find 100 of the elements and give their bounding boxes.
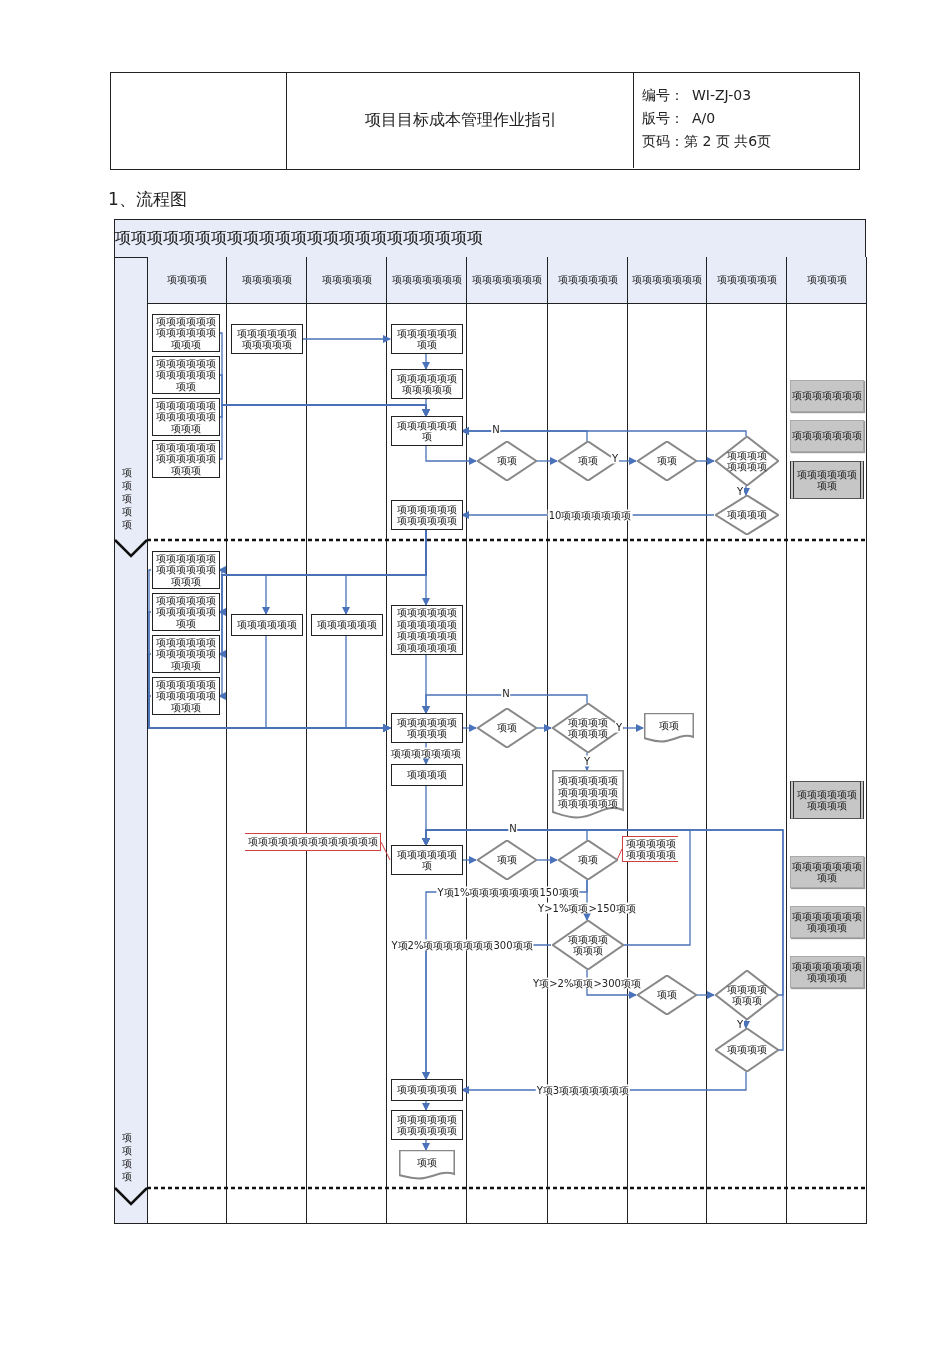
swimlane-column xyxy=(226,257,307,1224)
decision-diamond: 项项项项项项项 xyxy=(552,920,624,970)
arrow xyxy=(422,529,430,606)
process-box: 项项项项项项项项项项项 xyxy=(391,369,463,399)
lane-header: 项项项项项 xyxy=(307,257,386,304)
arrow xyxy=(535,856,558,864)
lane-header: 项项项项项项项 xyxy=(628,257,706,304)
field-value: A/0 xyxy=(692,110,716,126)
decision-diamond: 项项项项项项项 xyxy=(715,970,779,1020)
edge-label: N xyxy=(508,822,518,834)
document-title: 项目目标成本管理作业指引 xyxy=(288,73,634,168)
process-box: 项项项项项项项项项项项项项项项 xyxy=(152,398,220,436)
arrow xyxy=(616,457,637,465)
reference-box: 项项项项项项项 xyxy=(790,380,864,412)
arrow xyxy=(742,1019,750,1029)
edge-label: Y项2%项项项项项项项300项项 xyxy=(390,939,534,951)
edge-label: Y xyxy=(735,485,745,497)
decision-diamond: 项项 xyxy=(558,840,618,880)
arrow xyxy=(422,353,430,370)
arrow xyxy=(622,724,644,732)
process-box: 项项项项项项项项项项项项 xyxy=(391,500,463,530)
arrow xyxy=(461,427,588,442)
decision-diamond: 项项 xyxy=(477,708,537,748)
decision-diamond: 项项项项 xyxy=(715,1028,779,1072)
edge-label: Y项1%项项项项项项项150项项 xyxy=(436,886,580,898)
decision-diamond: 项项项项 xyxy=(715,495,779,535)
arrow xyxy=(695,457,715,465)
process-box: 项项项项项项项项项项项项项项项 xyxy=(152,551,220,589)
arrow xyxy=(461,856,477,864)
arrow xyxy=(742,485,750,496)
edge-label: Y xyxy=(735,1018,745,1030)
process-box: 项项项项项项项项项项项项项项 xyxy=(152,593,220,631)
edge-label: 10项项项项项项项 xyxy=(547,509,633,521)
phase-label: 项项项项项 xyxy=(121,466,133,531)
lane-header: 项项项项 xyxy=(787,257,866,304)
process-box: 项项项项项项项项项项项项项项 xyxy=(152,356,220,394)
page-number: 页码：第 2 页 共6页 xyxy=(642,133,772,151)
arrow xyxy=(695,991,715,999)
reference-box: 项项项项项项项项项项项 xyxy=(790,956,864,988)
process-box: 项项项项项项项项项项项项项项项项项项项项项项项项 xyxy=(391,605,463,655)
lane-header: 项项项项项项 xyxy=(707,257,786,304)
lane-header: 项项项项 xyxy=(148,257,226,304)
leader-line xyxy=(380,841,391,861)
annotation-note: 项项项项项项项项项项项项项 xyxy=(245,833,381,851)
annotation-note: 项项项项项项项项项项 xyxy=(622,836,678,862)
document-shape: 项项 xyxy=(644,713,694,743)
subprocess-box: 项项项项项项项项 xyxy=(790,461,864,499)
swimlane-column xyxy=(706,257,787,1224)
leader-line xyxy=(616,848,623,861)
process-box: 项项项项项项项项项项项项项项项 xyxy=(152,677,220,715)
edge-label: Y项3项项项项项项项 xyxy=(535,1084,631,1096)
subprocess-box: 项项项项项项项项项项 xyxy=(790,781,864,819)
edge-label: Y xyxy=(610,452,620,464)
lane-header: 项项项项项项 xyxy=(548,257,627,304)
process-box: 项项项项项项项项项项项项 xyxy=(391,1110,463,1140)
process-box: 项项项项项项 xyxy=(391,1079,463,1101)
edge-label: N xyxy=(491,423,501,435)
process-box: 项项项项项项项 xyxy=(391,416,463,446)
arrow xyxy=(218,404,430,460)
process-box: 项项项项项项项 xyxy=(391,845,463,875)
arrow xyxy=(422,1139,430,1151)
arrow xyxy=(535,724,552,732)
lane-header: 项项项项项项项 xyxy=(467,257,547,304)
arrow xyxy=(422,694,588,714)
reference-box: 项项项项项项项项项项项 xyxy=(790,906,864,938)
arrow xyxy=(422,1100,430,1111)
reference-box: 项项项项项项项 xyxy=(790,420,864,452)
section-heading: 1、流程图 xyxy=(108,188,187,211)
process-box: 项项项项项项项项项项项 xyxy=(231,324,303,354)
lane-header: 项项项项项项项 xyxy=(387,257,466,304)
field-value: WI-ZJ-03 xyxy=(692,87,752,103)
decision-diamond: 项项 xyxy=(637,441,697,481)
process-box: 项项项项项项项项项项 xyxy=(391,713,463,743)
swimlane-column xyxy=(147,257,227,1224)
arrow xyxy=(535,457,558,465)
reference-box: 项项项项项项项项项 xyxy=(790,856,864,888)
edge-label: Y xyxy=(614,721,624,733)
arrow xyxy=(422,829,784,1051)
arrow xyxy=(586,969,637,999)
process-box: 项项项项项项项项项项项项项项项 xyxy=(152,635,220,673)
process-box: 项项项项 xyxy=(391,764,463,786)
field-label: 编号： xyxy=(642,87,684,105)
arrow xyxy=(425,445,477,465)
swimlane-column xyxy=(786,257,867,1224)
decision-diamond: 项项 xyxy=(477,441,537,481)
lane-header: 项项项项项 xyxy=(227,257,306,304)
edge-label: Y xyxy=(582,755,592,767)
edge-label: Y>1%项项>150项项 xyxy=(537,902,637,914)
process-box: 项项项项项项 xyxy=(311,614,383,636)
decision-diamond: 项项 xyxy=(477,840,537,880)
process-box: 项项项项项项 xyxy=(231,614,303,636)
decision-diamond: 项项项项项项项项 xyxy=(715,436,779,486)
process-box: 项项项项项项项项 xyxy=(391,324,463,354)
edge-label: N xyxy=(501,687,511,699)
arrow xyxy=(345,635,391,732)
field-label: 版号： xyxy=(642,110,684,128)
edge-label: 项项项项项项项 xyxy=(390,747,462,759)
process-box: 项项项项项项项项项项项项项项项 xyxy=(152,314,220,352)
arrow xyxy=(301,335,391,343)
arrow xyxy=(461,724,477,732)
